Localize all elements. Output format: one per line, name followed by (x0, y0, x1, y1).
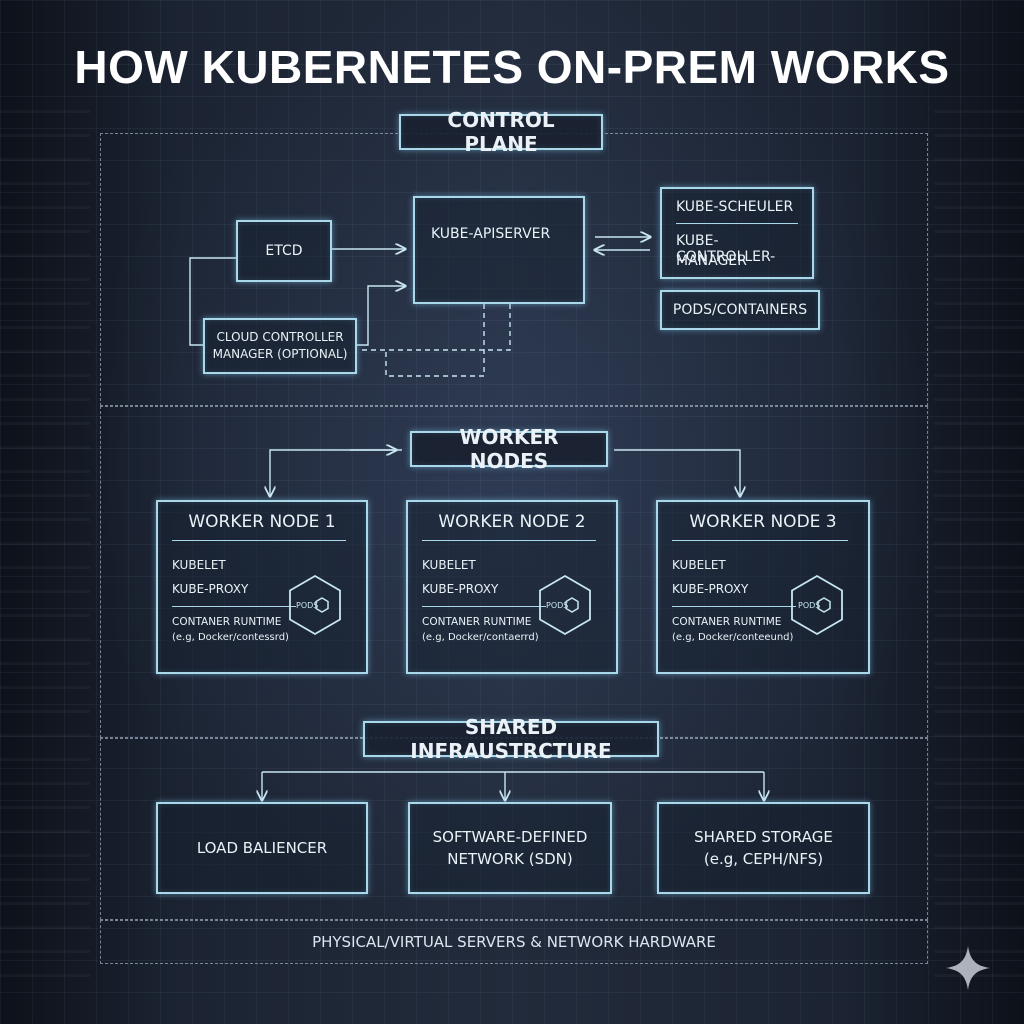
pods-containers-box[interactable]: PODS/CONTAINERS (660, 290, 820, 330)
worker-node-1-pod-label: PODS (296, 601, 318, 610)
worker-node-1-kubelet: KUBELET (172, 558, 226, 572)
worker-node-1-divider (172, 540, 346, 541)
sdn-box[interactable]: SOFTWARE-DEFINED NETWORK (SDN) (408, 802, 612, 894)
etcd-cloud-controller-link (189, 257, 236, 346)
worker-node-3-pod-label: PODS (798, 601, 820, 610)
worker-node-2-divider (422, 540, 596, 541)
cloud-controller-manager-box[interactable]: CLOUD CONTROLLER MANAGER (OPTIONAL) (203, 318, 357, 374)
worker-node-2[interactable]: WORKER NODE 2 KUBELET KUBE-PROXY CONTANE… (406, 500, 618, 674)
worker-node-3-kube-proxy: KUBE-PROXY (672, 582, 749, 596)
sdn-label-1: SOFTWARE-DEFINED (432, 828, 588, 846)
worker-node-2-kube-proxy: KUBE-PROXY (422, 582, 499, 596)
workers-to-node3-arrow (614, 449, 740, 496)
hardware-footer: PHYSICAL/VIRTUAL SERVERS & NETWORK HARDW… (312, 933, 716, 951)
sdn-label-2: NETWORK (SDN) (447, 850, 573, 868)
kube-scheduler-label: KUBE-SCHEULER (676, 199, 794, 215)
worker-node-3-divider (672, 540, 848, 541)
load-balancer-box[interactable]: LOAD BALIENCER (156, 802, 368, 894)
load-balancer-label: LOAD BALIENCER (196, 839, 328, 857)
worker-node-1-divider-2 (172, 606, 296, 607)
worker-node-2-title: WORKER NODE 2 (438, 512, 586, 532)
shared-storage-box[interactable]: SHARED STORAGE (e.g, CEPH/NFS) (657, 802, 870, 894)
pods-containers-label: PODS/CONTAINERS (672, 302, 808, 318)
cloud-controller-label-1: CLOUD CONTROLLER (216, 330, 344, 344)
kube-apiserver-box[interactable]: KUBE-APISERVER (413, 196, 585, 304)
scheduler-divider (676, 223, 798, 224)
worker-node-2-pod-label: PODS (546, 601, 568, 610)
pods-hexagon-icon: PODS (539, 574, 591, 636)
worker-node-3-runtime: CONTANER RUNTIME (672, 616, 782, 628)
worker-node-3[interactable]: WORKER NODE 3 KUBELET KUBE-PROXY CONTANE… (656, 500, 870, 674)
worker-node-1-title: WORKER NODE 1 (188, 512, 336, 532)
worker-node-2-runtime: CONTANER RUNTIME (422, 616, 532, 628)
worker-nodes-label: WORKER NODES (410, 425, 608, 473)
apiserver-dashed-link-2 (385, 304, 485, 377)
worker-node-2-kubelet: KUBELET (422, 558, 476, 572)
page-title: HOW KUBERNETES ON-PREM WORKS (74, 41, 950, 93)
cloud-controller-to-apiserver-arrow (357, 286, 405, 346)
control-plane-label: CONTROL PLANE (399, 108, 603, 156)
worker-node-1-runtime: CONTANER RUNTIME (172, 616, 282, 628)
scheduler-controller-box[interactable]: KUBE-SCHEULER KUBE-CONTROLLER- MANAGER (660, 187, 814, 279)
shared-storage-label-1: SHARED STORAGE (694, 828, 833, 846)
worker-node-1-kube-proxy: KUBE-PROXY (172, 582, 249, 596)
worker-node-3-divider-2 (672, 606, 796, 607)
kube-controller-manager-label-2: MANAGER (676, 253, 747, 269)
pods-hexagon-icon: PODS (791, 574, 843, 636)
server-rack-left (0, 110, 90, 984)
kube-controller-manager-label-1: KUBE-CONTROLLER- (676, 233, 776, 265)
workers-to-node1-arrow (270, 449, 402, 496)
worker-node-3-title: WORKER NODE 3 (689, 512, 837, 532)
worker-node-1[interactable]: WORKER NODE 1 KUBELET KUBE-PROXY CONTANE… (156, 500, 368, 674)
server-rack-right (934, 110, 1024, 984)
apiserver-dashed-link-1 (360, 304, 511, 351)
etcd-box[interactable]: ETCD (236, 220, 332, 282)
kube-apiserver-label: KUBE-APISERVER (431, 226, 551, 242)
shared-infrastructure-label: SHARED INFRAUSTRCTURE (363, 715, 659, 763)
worker-node-1-runtime-example: (e.g, Docker/contessrd) (172, 632, 289, 643)
worker-node-3-kubelet: KUBELET (672, 558, 726, 572)
cloud-controller-label-2: MANAGER (OPTIONAL) (212, 347, 348, 361)
pods-hexagon-icon: PODS (289, 574, 341, 636)
hardware-region (100, 920, 928, 964)
worker-node-2-runtime-example: (e.g, Docker/contaerrd) (422, 632, 539, 643)
worker-node-3-runtime-example: (e.g, Docker/conteeund) (672, 632, 794, 643)
shared-storage-label-2: (e.g, CEPH/NFS) (703, 850, 824, 868)
etcd-label: ETCD (265, 243, 303, 259)
worker-node-2-divider-2 (422, 606, 546, 607)
sparkle-icon (946, 946, 990, 990)
